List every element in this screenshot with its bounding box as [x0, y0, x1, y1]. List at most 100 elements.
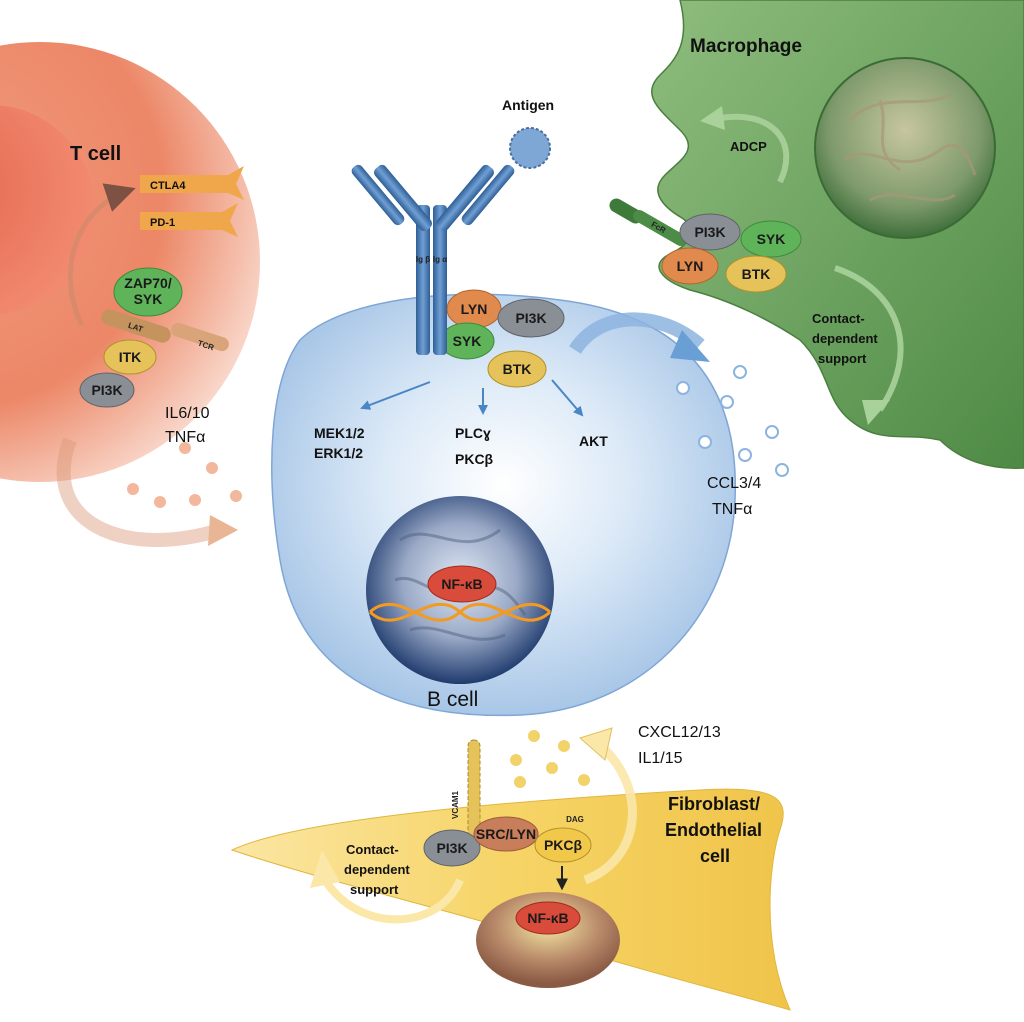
b-cell-btk-label: BTK [503, 361, 532, 377]
fibroblast-secretion-arrow [583, 741, 637, 885]
fibroblast-title-line-2: Endothelial [665, 820, 762, 840]
dna-strand-2 [368, 602, 552, 622]
t-cell-pi3k-label: PI3K [91, 382, 122, 398]
adcp-label: ADCP [730, 139, 767, 154]
itk-node [103, 339, 157, 375]
b-cell: NF-κB B cell LYN PI3K SYK BTK MEK1/2 ERK… [271, 289, 736, 717]
t-cell-secretion-arrow [56, 437, 223, 547]
b-cell-pi3k-node [497, 298, 565, 338]
ig-alpha-label: Ig α [433, 255, 447, 264]
b-cell-secretion-arrowhead [670, 330, 710, 362]
b-cell-title: B cell [427, 688, 478, 711]
fibroblast-support-line-1: Contact- [346, 842, 399, 857]
vcam1-receptor: VCAM1 [451, 739, 481, 841]
b-cell-btk-node [487, 350, 547, 388]
t-cell-cytokine-label-1: IL6/10 [165, 405, 210, 422]
t-cell-pi3k-node [79, 372, 135, 408]
pathway-erk: ERK1/2 [314, 445, 363, 461]
b-cell-syk-label: SYK [453, 333, 482, 349]
b-cell-cytokine-label-2: TNFα [712, 501, 752, 518]
antigen-icon [509, 127, 551, 169]
fibroblast-cytokine-label-2: IL1/15 [638, 750, 683, 767]
antigen-label: Antigen [502, 97, 554, 113]
b-cell-lyn-label: LYN [461, 301, 488, 317]
fibroblast-support-arrowhead [310, 850, 340, 888]
fibroblast-cell: Fibroblast/ Endothelial cell VCAM1 PI3K … [230, 727, 791, 1011]
dag-label: DAG [566, 815, 584, 824]
b-cell-cytokine-dots [676, 365, 789, 477]
fibroblast-pkcb-label: PKCβ [544, 837, 583, 853]
macrophage-lyn-node [661, 247, 719, 285]
syk-label: SYK [134, 291, 163, 307]
fibroblast-title-line-3: cell [700, 846, 730, 866]
zap70-syk-node [113, 267, 183, 317]
pathway-akt: AKT [579, 433, 608, 449]
fibroblast-support-arrow [321, 877, 464, 924]
fibroblast-secretion-arrowhead [579, 727, 613, 761]
svg-text:PD-1: PD-1 [150, 217, 175, 229]
pathway-plcg: PLCɣ [455, 425, 491, 441]
fibroblast-cytokine-label-1: CXCL12/13 [638, 724, 721, 741]
b-cell-cytokine-label-1: CCL3/4 [707, 475, 761, 492]
antigen: Antigen [502, 97, 554, 169]
fibroblast-nucleus [476, 892, 620, 988]
fibroblast-support-line-2: dependent [344, 862, 410, 877]
t-cell: T cell CTLA4 PD-1 ZAP70/ SYK LAT TCR ITK… [0, 42, 260, 482]
macrophage-pi3k-node [679, 213, 741, 251]
pd1-receptor: PD-1 [140, 203, 238, 237]
t-cell-secretion-arrowhead [208, 515, 238, 546]
b-cell-receptor: Ig β Ig α [351, 164, 515, 355]
macrophage-support-line-1: Contact- [812, 311, 865, 326]
fibroblast-pi3k-label: PI3K [436, 840, 467, 856]
ab-heavy-arm-left [373, 164, 433, 232]
macrophage-chromatin [844, 93, 977, 202]
zap70-label: ZAP70/ [124, 275, 172, 291]
macrophage-title: Macrophage [690, 36, 802, 57]
ctla4-receptor: CTLA4 [140, 166, 244, 200]
ab-light-arm-right [461, 164, 515, 226]
svg-text:VCAM1: VCAM1 [451, 790, 460, 819]
t-cell-cytokine-dots [127, 442, 242, 508]
b-cell-nfkb-node [427, 565, 497, 603]
macrophage-syk-node [740, 220, 802, 258]
adcp-arrow [719, 113, 790, 184]
ig-beta-label: Ig β [416, 255, 430, 264]
src-lyn-node [473, 816, 539, 852]
fcr-receptor: FcR [609, 198, 687, 246]
macrophage-support-line-2: dependent [812, 331, 878, 346]
svg-text:LAT: LAT [127, 321, 144, 334]
pathway-pkcb: PKCβ [455, 451, 494, 467]
fibroblast-support-line-3: support [350, 882, 399, 897]
macrophage: Macrophage ADCP FcR PI3K SYK LYN BTK Con… [609, 0, 1024, 469]
svg-text:CTLA4: CTLA4 [150, 180, 186, 192]
t-cell-title: T cell [70, 143, 121, 165]
macrophage-btk-node [725, 255, 787, 293]
itk-label: ITK [119, 349, 142, 365]
ab-light-arm-left [351, 164, 405, 226]
macrophage-syk-label: SYK [757, 231, 786, 247]
b-cell-pi3k-label: PI3K [515, 310, 546, 326]
macrophage-nucleus [814, 57, 996, 239]
fibroblast-pi3k-node [423, 829, 481, 867]
macrophage-pi3k-label: PI3K [694, 224, 725, 240]
ig-alpha-chain [433, 205, 447, 355]
macrophage-support-arrowhead [862, 400, 890, 425]
pathway-mek: MEK1/2 [314, 425, 365, 441]
b-cell-nfkb-label: NF-κB [441, 576, 482, 592]
src-lyn-label: SRC/LYN [476, 826, 536, 842]
ig-beta-chain [416, 205, 430, 355]
t-cell-inner-arrow [68, 183, 136, 327]
arrow-to-mek [360, 381, 431, 410]
macrophage-support-line-3: support [818, 351, 867, 366]
fibroblast-nfkb-label: NF-κB [527, 910, 568, 926]
fibroblast-title-line-1: Fibroblast/ [668, 794, 760, 814]
arrow-to-akt [551, 379, 584, 417]
t-cell-cytokine-label-2: TNFα [165, 429, 205, 446]
adcp-arrowhead [700, 106, 725, 130]
ab-heavy-arm-right [435, 164, 495, 232]
fibroblast-pkcb-node [534, 827, 592, 863]
fibroblast-cytokine-dots [510, 730, 590, 788]
macrophage-lyn-label: LYN [677, 258, 704, 274]
